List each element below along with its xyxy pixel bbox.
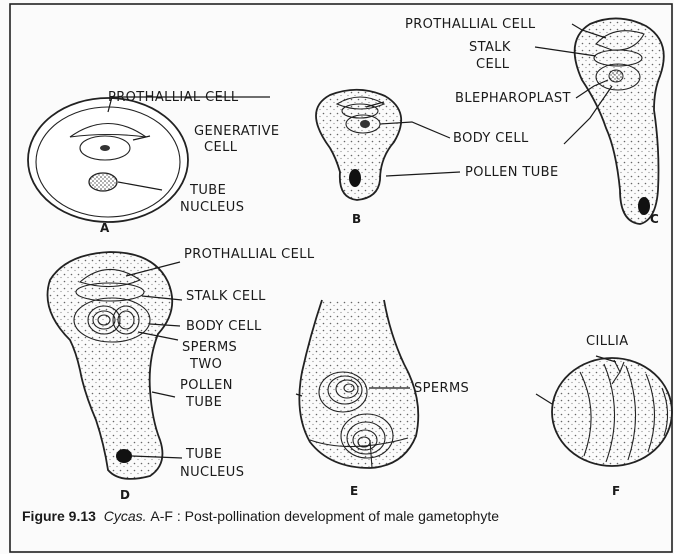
panel-e: [299, 300, 418, 468]
label-c-blepharoplast: BLEPHAROPLAST: [455, 91, 571, 106]
panel-label-c: C: [650, 212, 659, 226]
label-d-prothallial: PROTHALLIAL CELL: [184, 247, 315, 262]
label-a-prothallial: PROTHALLIAL CELL: [108, 90, 239, 105]
label-c-prothallial: PROTHALLIAL CELL: [405, 17, 536, 32]
label-d-pollen-1: POLLEN: [180, 378, 233, 393]
label-b-body: BODY CELL: [453, 131, 529, 146]
panel-d: [48, 252, 173, 479]
label-d-stalk: STALK CELL: [186, 289, 266, 304]
tube-nucleus-b: [349, 169, 361, 187]
label-c-stalk-2: CELL: [476, 57, 510, 72]
panel-f: [552, 358, 672, 466]
panel-c: [575, 18, 664, 224]
panel-label-a: A: [100, 221, 110, 235]
blepharoplast-c: [609, 70, 623, 82]
panel-label-b: B: [352, 212, 361, 226]
label-d-sperms-1: SPERMS: [182, 340, 237, 355]
label-f-cillia: CILLIA: [586, 334, 629, 349]
label-a-generative-2: CELL: [204, 140, 238, 155]
tube-nucleus-a: [89, 173, 117, 191]
label-d-pollen-2: TUBE: [185, 395, 222, 410]
tube-nucleus-c: [638, 197, 650, 215]
label-e-sperms: SPERMS: [414, 381, 469, 396]
label-c-stalk-1: STALK: [469, 40, 511, 55]
panel-label-f: F: [612, 484, 620, 498]
caption-figure-number: Figure 9.13: [22, 508, 96, 524]
label-b-pollen-tube: POLLEN TUBE: [465, 165, 559, 180]
panel-label-e: E: [350, 484, 358, 498]
figure-caption: Figure 9.13 Cycas. A-F : Post-pollinatio…: [22, 508, 674, 548]
label-d-tube-2: NUCLEUS: [180, 465, 244, 480]
tube-nucleus-d: [116, 449, 132, 463]
label-a-tube-2: NUCLEUS: [180, 200, 244, 215]
label-a-tube-1: TUBE: [189, 183, 226, 198]
pollen-tube-c: [575, 18, 664, 224]
panel-a: [28, 98, 188, 222]
panel-b: [316, 90, 401, 200]
label-d-tube-1: TUBE: [185, 447, 222, 462]
caption-text: A-F : Post-pollination development of ma…: [150, 508, 499, 524]
label-d-body: BODY CELL: [186, 319, 262, 334]
panel-label-d: D: [120, 488, 130, 502]
label-d-sperms-2: TWO: [189, 357, 222, 372]
caption-genus: Cycas.: [104, 508, 147, 524]
label-a-generative-1: GENERATIVE: [194, 124, 280, 139]
